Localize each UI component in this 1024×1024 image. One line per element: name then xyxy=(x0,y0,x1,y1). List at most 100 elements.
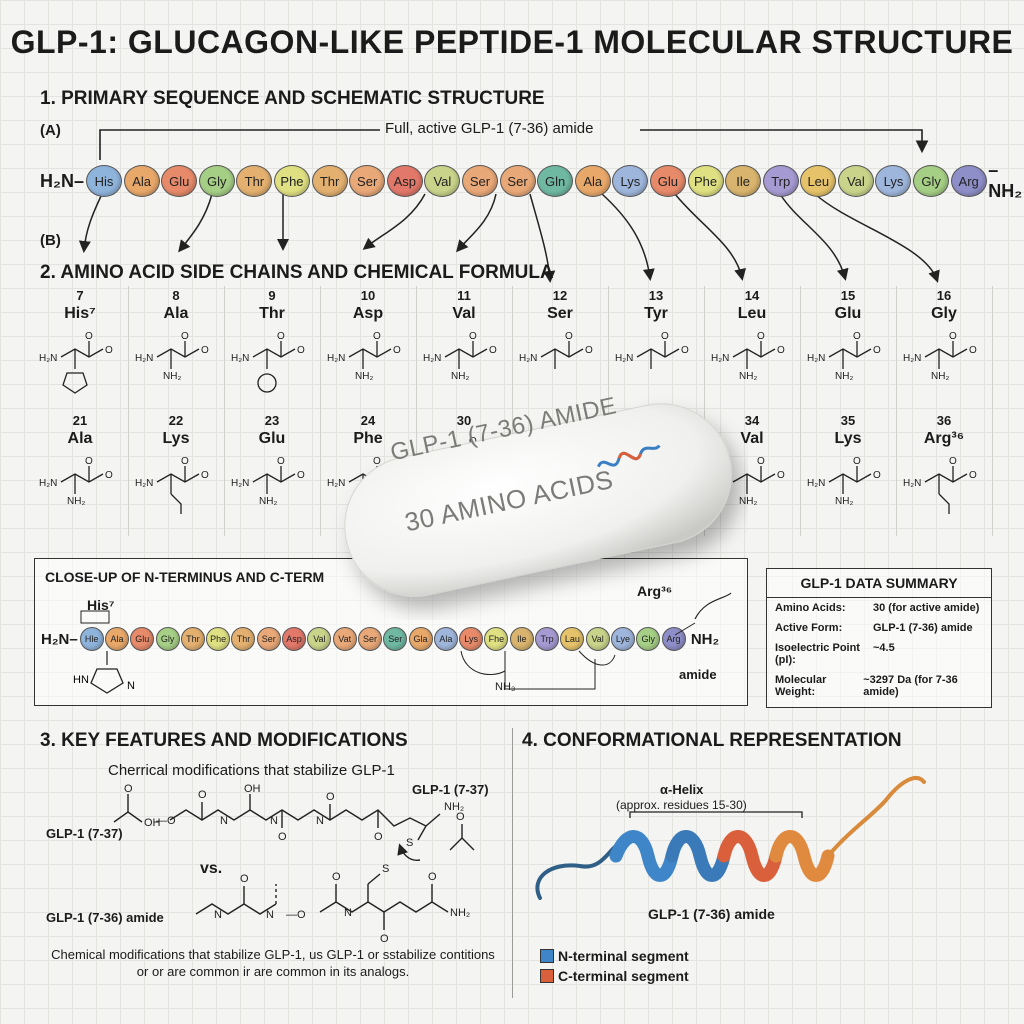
svg-text:NH₂: NH₂ xyxy=(67,496,85,507)
svg-text:O: O xyxy=(757,456,765,467)
svg-text:O: O xyxy=(585,345,593,356)
svg-text:—O: —O xyxy=(286,909,306,921)
svg-text:O: O xyxy=(428,871,437,883)
summary-value: 30 (for active amide) xyxy=(873,602,980,614)
svg-text:NH₂: NH₂ xyxy=(739,496,757,507)
svg-text:O: O xyxy=(373,331,381,342)
label-b: (B) xyxy=(40,232,61,249)
svg-text:O: O xyxy=(757,331,765,342)
residue-14: Ser xyxy=(349,165,386,197)
data-summary-panel: GLP-1 DATA SUMMARY Amino Acids:30 (for a… xyxy=(766,568,992,708)
svg-text:NH₂: NH₂ xyxy=(163,371,181,382)
arg36-label: Arg³⁶ xyxy=(637,583,673,599)
svg-text:NH₂: NH₂ xyxy=(259,496,277,507)
svg-text:O: O xyxy=(198,789,207,801)
svg-text:O: O xyxy=(565,331,573,342)
svg-text:S: S xyxy=(406,837,413,849)
svg-text:O: O xyxy=(469,331,477,342)
residue-10: Gly xyxy=(198,165,235,197)
svg-text:N: N xyxy=(214,909,222,921)
n-terminus-label: H₂N– xyxy=(40,170,85,191)
svg-text:O: O xyxy=(374,831,383,843)
svg-text:O: O xyxy=(240,873,249,885)
section1-heading: 1. PRIMARY SEQUENCE AND SCHEMATIC STRUCT… xyxy=(40,88,545,109)
amino-acid-name: Leu xyxy=(737,305,767,322)
amino-acid-name: Ala xyxy=(67,430,93,447)
residue-19: Gln xyxy=(537,165,574,197)
svg-text:O: O xyxy=(181,456,189,467)
svg-text:H₂N: H₂N xyxy=(519,353,537,364)
residue-9: Glu xyxy=(161,165,198,197)
residue-22: Glu xyxy=(649,165,686,197)
svg-text:O: O xyxy=(469,436,477,447)
amino-acid-name: His⁷ xyxy=(64,305,96,322)
section3-heading: 3. KEY FEATURES AND MODIFICATIONS xyxy=(40,730,408,751)
legend-n-terminal: N-terminal segment xyxy=(540,948,689,964)
amino-acid-name: Ala xyxy=(163,305,189,322)
glp1-737-label: GLP-1 (7-37) xyxy=(46,826,123,841)
svg-text:H₂N: H₂N xyxy=(423,353,441,364)
amino-acid-position: 9 xyxy=(268,288,276,303)
svg-text:H₂N: H₂N xyxy=(807,478,825,489)
amino-acid-position: 14 xyxy=(744,288,760,303)
svg-text:O: O xyxy=(456,811,465,823)
closeup-panel: CLOSE-UP OF N-TERMINUS AND C-TERM His⁷ A… xyxy=(34,558,748,706)
residue-27: Val xyxy=(837,165,874,197)
closeup-residue: Val xyxy=(307,627,332,651)
svg-text:NH₂: NH₂ xyxy=(931,371,949,382)
svg-text:N: N xyxy=(220,815,228,827)
residue-12: Phe xyxy=(273,165,310,197)
svg-text:O: O xyxy=(853,331,861,342)
svg-text:NH₂: NH₂ xyxy=(835,371,853,382)
svg-text:H₂N: H₂N xyxy=(711,353,729,364)
closeup-residue: Thr xyxy=(231,627,256,651)
svg-text:O: O xyxy=(949,331,957,342)
amino-acid-position: 16 xyxy=(936,288,952,303)
vs-label: vs. xyxy=(200,860,223,877)
legend-c-swatch xyxy=(540,969,554,983)
amino-acid-name: Lys xyxy=(834,430,862,447)
section2-heading: 2. AMINO ACID SIDE CHAINS AND CHEMICAL F… xyxy=(40,262,554,283)
data-summary-title: GLP-1 DATA SUMMARY xyxy=(767,569,991,598)
svg-text:O: O xyxy=(873,470,881,481)
svg-text:O: O xyxy=(105,470,113,481)
svg-text:H₂N: H₂N xyxy=(39,353,57,364)
svg-text:H₂N: H₂N xyxy=(807,353,825,364)
amino-acid-position: 35 xyxy=(840,413,856,428)
svg-text:H₂N: H₂N xyxy=(135,353,153,364)
residue-21: Lys xyxy=(612,165,649,197)
helix-form-label: GLP-1 (7-36) amide xyxy=(648,906,775,922)
svg-text:O: O xyxy=(201,470,209,481)
summary-value: ~3297 Da (for 7-36 amide) xyxy=(863,674,958,698)
svg-text:O: O xyxy=(332,871,341,883)
closeup-residue: Thr xyxy=(180,627,205,651)
svg-text:O: O xyxy=(949,456,957,467)
closeup-residue: Gly xyxy=(636,627,661,651)
residue-17: Ser xyxy=(461,165,498,197)
closeup-residue: Asp xyxy=(282,627,307,651)
pill-tablet xyxy=(344,403,732,597)
svg-text:O: O xyxy=(393,345,401,356)
closeup-residue: Gla xyxy=(408,627,433,651)
amino-acid-position: 30 xyxy=(456,413,472,428)
closeup-residue: Gly xyxy=(155,627,180,651)
amino-acid-name: Ser xyxy=(547,305,573,322)
c-terminus-label: –NH₂ xyxy=(988,160,1023,201)
amino-acid-name: Val xyxy=(740,430,764,447)
svg-text:O: O xyxy=(181,331,189,342)
